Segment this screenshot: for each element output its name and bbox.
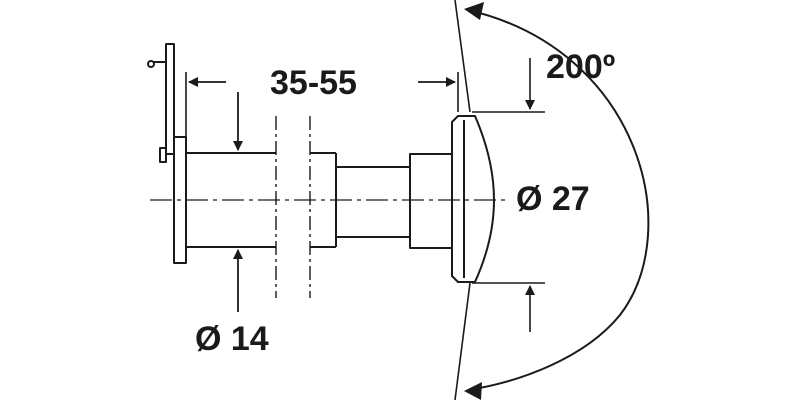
middle-barrel — [335, 166, 411, 238]
front-lens-cap — [451, 115, 495, 283]
break-lines — [275, 116, 311, 298]
outer-dimension-lines — [472, 58, 545, 332]
bore-diameter-label: Ø 14 — [195, 320, 269, 358]
angle-arrow-top-icon — [464, 2, 484, 20]
view-angle-arc — [467, 9, 650, 391]
front-collar — [409, 153, 455, 249]
view-angle-lines — [454, 0, 471, 400]
viewing-angle-label: 200º — [546, 48, 616, 86]
outer-diameter-label: Ø 27 — [516, 180, 590, 218]
angle-arrow-bottom-icon — [464, 382, 482, 400]
door-thickness-label: 35-55 — [270, 64, 357, 102]
rear-cover-plate — [147, 43, 175, 163]
length-extension-lines — [185, 72, 459, 137]
